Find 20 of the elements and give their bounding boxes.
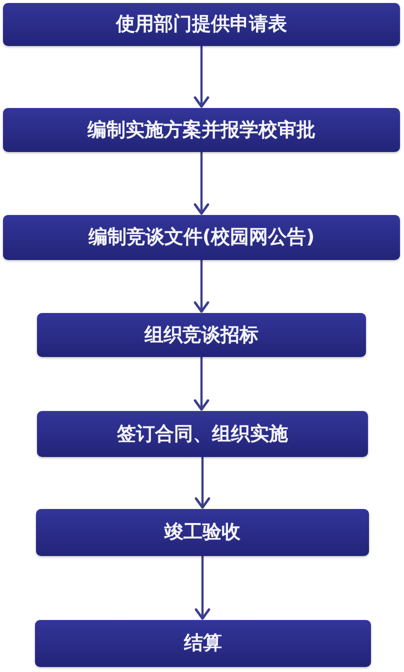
process-box (35, 620, 371, 667)
arrow (194, 457, 210, 509)
process-box (37, 313, 366, 357)
process-box (37, 411, 368, 457)
process-box (3, 3, 400, 46)
arrow (194, 152, 210, 215)
arrow (194, 357, 210, 411)
process-box (3, 215, 400, 260)
arrow (194, 260, 210, 313)
arrow (194, 46, 210, 108)
process-box (36, 509, 369, 556)
step-label: 结算 (184, 632, 222, 655)
step-label: 签订合同、组织实施 (117, 422, 288, 446)
step-label: 使用部门提供申请表 (116, 13, 287, 36)
arrow (194, 556, 210, 620)
step-label: 竣工验收 (164, 521, 240, 544)
step-label: 编制竞谈文件(校园网公告) (88, 226, 315, 249)
step-label: 组织竞谈招标 (144, 324, 258, 346)
process-box (3, 108, 400, 152)
step-label: 编制实施方案并报学校审批 (88, 118, 316, 142)
